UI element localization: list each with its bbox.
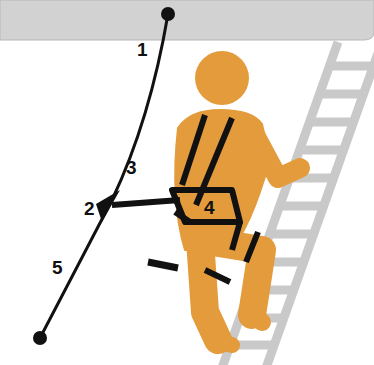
lower-anchor [33, 331, 47, 345]
anchor-point [161, 7, 175, 21]
callout-number: 5 [52, 258, 63, 277]
callout-number: 3 [126, 158, 137, 177]
callout-number: 2 [84, 199, 95, 218]
callout-number: 1 [137, 40, 148, 59]
lifeline [40, 14, 168, 338]
lanyard [112, 200, 180, 205]
callout-number: 4 [204, 198, 215, 217]
ceiling [0, 0, 374, 40]
worker-figure [175, 51, 300, 345]
